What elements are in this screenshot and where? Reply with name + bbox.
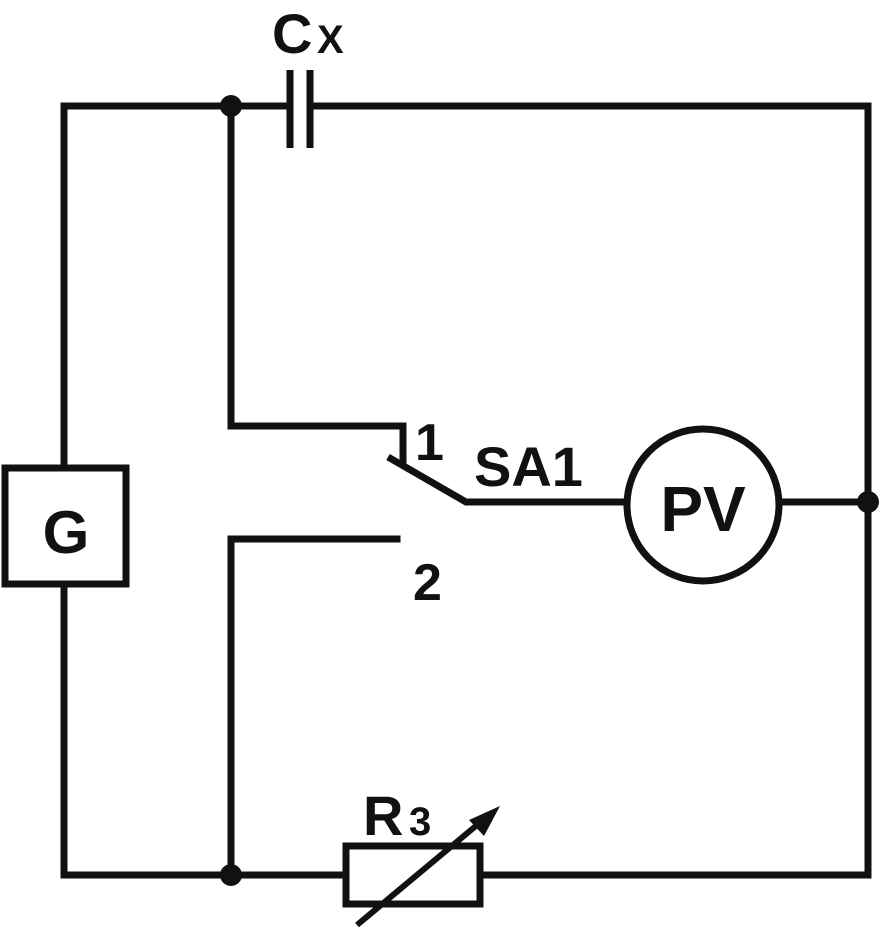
resistor-subscript: 3	[409, 800, 431, 844]
capacitor-subscript: X	[317, 18, 344, 62]
resistor-label: R	[363, 784, 403, 847]
resistor-arrow-shaft	[355, 817, 485, 928]
switch-position-2-label: 2	[413, 554, 442, 612]
contact-2-wire	[227, 535, 401, 879]
junction-top	[220, 95, 242, 117]
voltmeter-label: PV	[660, 473, 746, 545]
switch-label: SA1	[474, 435, 583, 498]
switch-position-1-label: 1	[415, 414, 444, 472]
generator-label: G	[43, 499, 90, 566]
junction-bottom	[220, 864, 242, 886]
resistor-arrow-head	[469, 806, 500, 836]
switch-lever	[386, 453, 626, 506]
contact-1-wire	[227, 102, 407, 466]
capacitor-label: C	[272, 2, 312, 65]
junction-right	[857, 491, 879, 513]
generator-box	[1, 464, 130, 588]
